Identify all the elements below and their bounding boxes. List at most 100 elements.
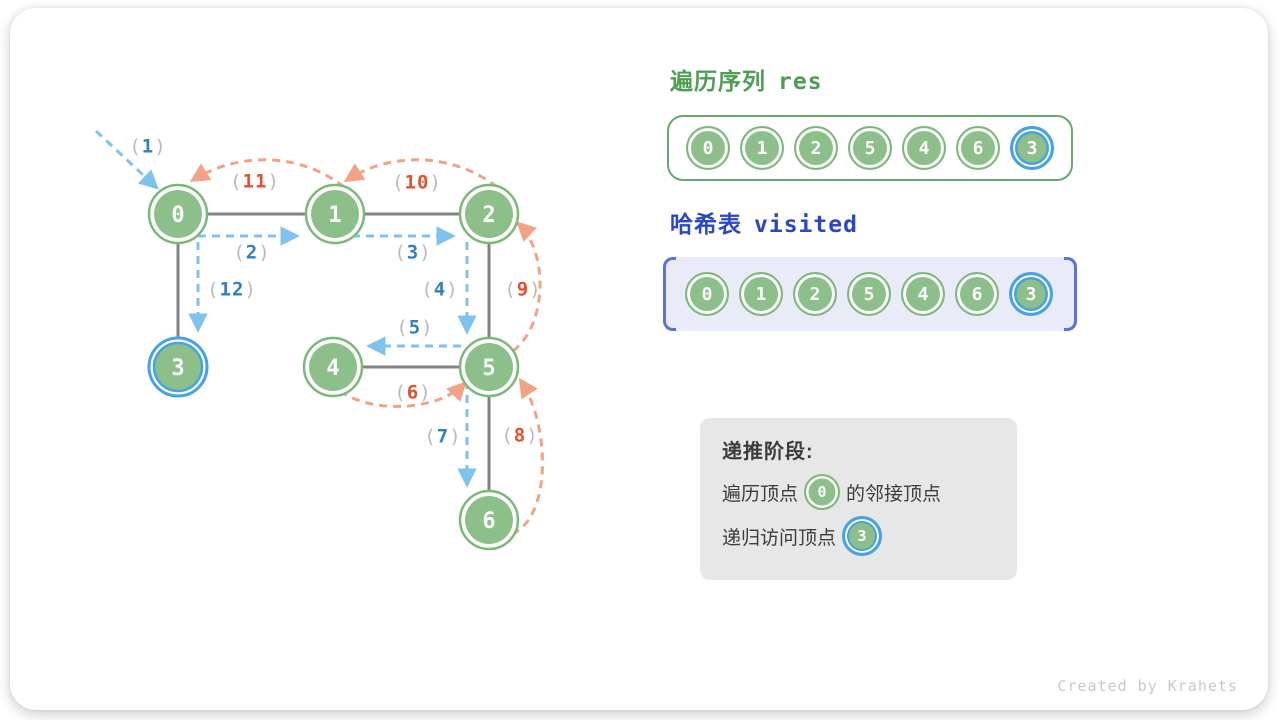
- watermark: Created by Krahets: [1057, 677, 1238, 695]
- paren-close: ): [446, 278, 459, 301]
- step-number: 11: [242, 170, 268, 193]
- inline-node-3-highlighted: 3: [842, 516, 883, 556]
- paren-open: (: [230, 170, 243, 193]
- step-label-9: (9): [504, 278, 542, 301]
- step-label-1: (1): [129, 135, 167, 158]
- step-number: 4: [433, 278, 447, 301]
- phase-title: 递推阶段:: [722, 441, 814, 463]
- visited-title: 哈希表 visited: [670, 205, 858, 239]
- visited-title-code: visited: [754, 212, 858, 238]
- paren-open: (: [396, 316, 409, 339]
- backtrack-arrow-11: [189, 158, 345, 189]
- res-node-6: 6: [956, 126, 1000, 170]
- res-node-3-highlighted: 3: [1010, 126, 1054, 170]
- paren-close: ): [419, 241, 432, 264]
- paren-open: (: [207, 278, 220, 301]
- visited-node-4: 4: [901, 272, 945, 316]
- res-node-2: 2: [794, 126, 838, 170]
- paren-open: (: [501, 424, 514, 447]
- visited-title-cn: 哈希表: [670, 211, 742, 237]
- step-number: 7: [436, 425, 450, 448]
- visited-node-6: 6: [955, 272, 999, 316]
- info-line-1: 遍历顶点 0 的邻接顶点: [722, 474, 995, 510]
- line1-prefix: 遍历顶点: [722, 483, 799, 505]
- graph-node-6: 6: [458, 489, 520, 551]
- res-title: 遍历序列 res: [670, 62, 823, 96]
- step-number: 1: [141, 135, 155, 158]
- step-number: 2: [245, 241, 259, 264]
- paren-close: ): [154, 135, 167, 158]
- visited-node-1: 1: [739, 272, 783, 316]
- visited-left-bracket: [663, 257, 676, 331]
- graph-node-2: 2: [458, 183, 520, 245]
- paren-close: ): [244, 278, 257, 301]
- graph-node-5: 5: [458, 336, 520, 398]
- step-label-10: (10): [392, 171, 442, 194]
- step-label-5: (5): [396, 316, 434, 339]
- graph-node-1: 1: [304, 183, 366, 245]
- step-label-12: (12): [207, 278, 257, 301]
- step-number: 6: [406, 381, 420, 404]
- step-label-6: (6): [394, 381, 432, 404]
- graph-node-label-2: 2: [482, 203, 495, 228]
- graph-node-label-3: 3: [171, 356, 184, 381]
- step-label-2: (2): [233, 241, 271, 264]
- graph-node-label-5: 5: [482, 356, 495, 381]
- paren-close: ): [258, 241, 271, 264]
- step-number: 5: [408, 316, 422, 339]
- step-number: 9: [516, 278, 530, 301]
- line1-suffix: 的邻接顶点: [846, 483, 942, 505]
- paren-close: ): [449, 425, 462, 448]
- paren-close: ): [421, 316, 434, 339]
- backtrack-arrow-10: [343, 158, 498, 189]
- paren-close: ): [429, 171, 442, 194]
- graph-node-3-highlighted: 3: [147, 336, 209, 398]
- visited-node-5: 5: [847, 272, 891, 316]
- visited-node-3-highlighted: 3: [1009, 272, 1053, 316]
- paren-open: (: [129, 135, 142, 158]
- paren-close: ): [419, 381, 432, 404]
- graph-node-label-0: 0: [171, 203, 184, 228]
- res-node-1: 1: [740, 126, 784, 170]
- backtrack-arrow-6: [339, 381, 467, 408]
- paren-open: (: [421, 278, 434, 301]
- backtrack-arrow-9: [512, 221, 542, 353]
- step-label-11: (11): [230, 170, 280, 193]
- paren-open: (: [424, 425, 437, 448]
- info-line-2: 递归访问顶点 3: [722, 516, 995, 556]
- step-number: 12: [219, 278, 245, 301]
- step-label-8: (8): [501, 424, 539, 447]
- graph-node-label-4: 4: [326, 356, 339, 381]
- visited-node-0: 0: [685, 272, 729, 316]
- phase-info-box: 递推阶段: 遍历顶点 0 的邻接顶点 递归访问顶点 3: [700, 418, 1017, 580]
- step-number: 10: [404, 171, 430, 194]
- paren-open: (: [504, 278, 517, 301]
- res-node-5: 5: [848, 126, 892, 170]
- paren-close: ): [267, 170, 280, 193]
- res-node-0: 0: [686, 126, 730, 170]
- paren-close: ): [526, 424, 539, 447]
- paren-open: (: [392, 171, 405, 194]
- paren-open: (: [233, 241, 246, 264]
- graph-node-label-1: 1: [328, 203, 341, 228]
- res-title-code: res: [778, 69, 823, 95]
- visited-node-2: 2: [793, 272, 837, 316]
- res-title-cn: 遍历序列: [670, 68, 766, 94]
- res-node-4: 4: [902, 126, 946, 170]
- step-label-3: (3): [394, 241, 432, 264]
- step-number: 3: [406, 241, 420, 264]
- step-label-4: (4): [421, 278, 459, 301]
- inline-node-0: 0: [804, 474, 841, 510]
- graph-node-4: 4: [302, 336, 364, 398]
- step-number: 8: [513, 424, 527, 447]
- graph-node-label-6: 6: [482, 509, 495, 534]
- backtrack-arrow-8: [511, 377, 544, 536]
- graph-node-0: 0: [147, 183, 209, 245]
- step-label-7: (7): [424, 425, 462, 448]
- paren-close: ): [529, 278, 542, 301]
